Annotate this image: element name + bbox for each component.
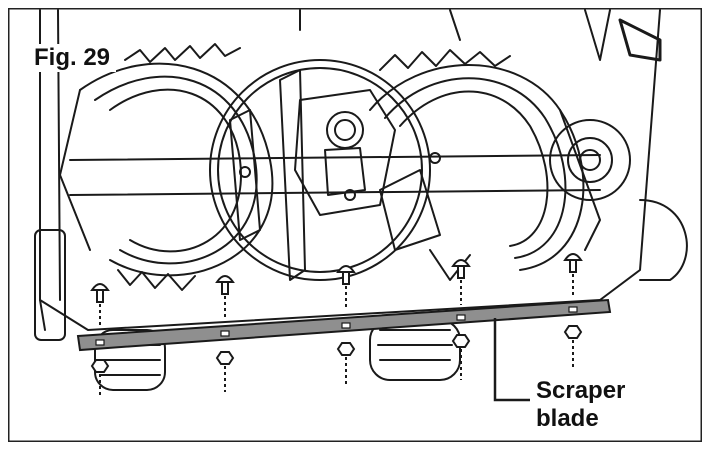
- gearbox: [294, 89, 396, 216]
- left-auger-blade: [59, 43, 274, 291]
- callout-line-1: Scraper: [536, 377, 626, 404]
- auger-housing: [34, 9, 688, 341]
- auger-shaft: [69, 152, 601, 196]
- scraper-blade-callout: Scraper blade: [534, 377, 628, 433]
- hex-nut: [215, 351, 235, 392]
- hex-nut: [90, 359, 110, 395]
- carriage-bolt: [563, 253, 583, 298]
- carriage-bolt: [451, 259, 471, 305]
- carriage-bolt: [215, 275, 235, 318]
- right-auger-blade: [369, 49, 601, 281]
- callout-line-2: blade: [536, 405, 599, 432]
- hex-nut: [451, 334, 471, 380]
- carriage-bolts: [90, 253, 583, 325]
- impeller: [229, 69, 441, 281]
- hex-nut: [563, 325, 583, 370]
- auger-drum: [209, 59, 631, 281]
- callout-leader-line: [493, 318, 530, 402]
- hex-nuts: [90, 325, 583, 395]
- scraper-blade: [76, 298, 612, 352]
- carriage-bolt: [336, 265, 356, 310]
- figure-label: Fig. 29: [28, 44, 117, 72]
- hex-nut: [336, 342, 356, 385]
- figure-border: [8, 8, 702, 442]
- carriage-bolt: [90, 283, 110, 325]
